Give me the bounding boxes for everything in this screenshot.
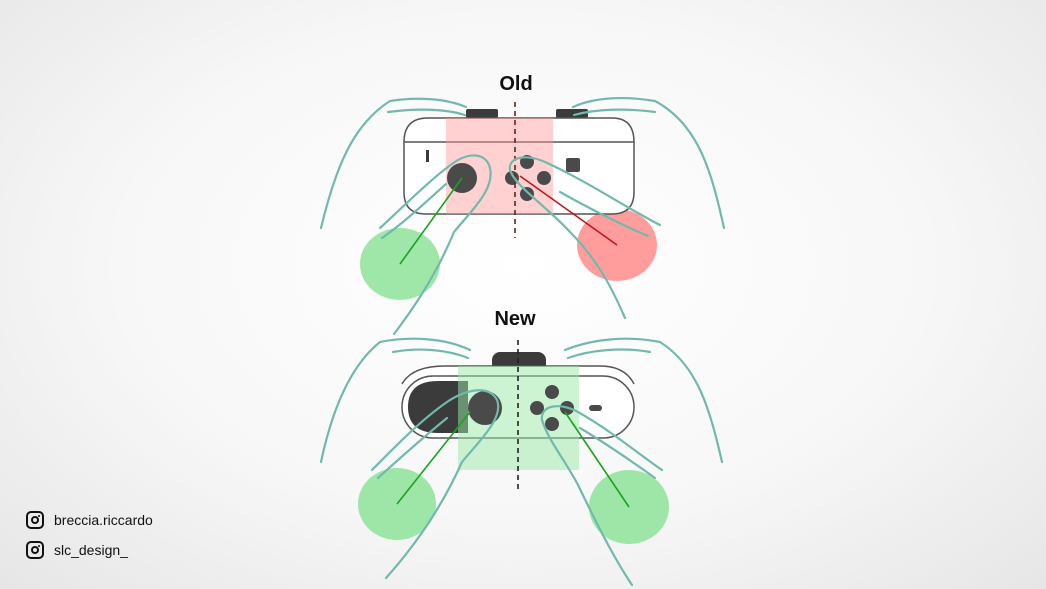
- new-home-button: [589, 405, 602, 411]
- social-handle-text: breccia.riccardo: [54, 512, 153, 528]
- instagram-icon: [26, 541, 44, 559]
- new-right-hand: [540, 337, 724, 587]
- new-right-reach-line: [564, 411, 630, 508]
- old-right-shoulder-button: [556, 109, 588, 118]
- old-right-hand: [508, 96, 726, 320]
- old-left-shoulder-button: [466, 109, 498, 118]
- social-handle-1[interactable]: breccia.riccardo: [26, 511, 153, 529]
- old-left-hand: [319, 97, 492, 336]
- new-left-reach-line: [396, 411, 471, 505]
- old-button-bottom: [520, 187, 534, 201]
- old-right-reach-line: [519, 175, 618, 246]
- new-heading: New: [494, 308, 536, 330]
- new-joystick: [468, 391, 502, 425]
- new-button-left: [530, 401, 544, 415]
- social-handle-2[interactable]: slc_design_: [26, 541, 128, 559]
- old-minus-button: [426, 150, 429, 162]
- social-handle-text: slc_design_: [54, 542, 128, 558]
- old-layout-diagram: [319, 96, 726, 336]
- new-layout-diagram: [319, 337, 724, 587]
- old-button-right: [537, 171, 551, 185]
- old-heading: Old: [499, 73, 533, 95]
- new-left-hand: [319, 337, 500, 580]
- old-controller: [403, 109, 635, 215]
- new-button-bottom: [545, 417, 559, 431]
- old-left-reach-line: [399, 177, 463, 265]
- old-home-button: [566, 158, 580, 172]
- instagram-icon: [26, 511, 44, 529]
- new-button-top: [545, 385, 559, 399]
